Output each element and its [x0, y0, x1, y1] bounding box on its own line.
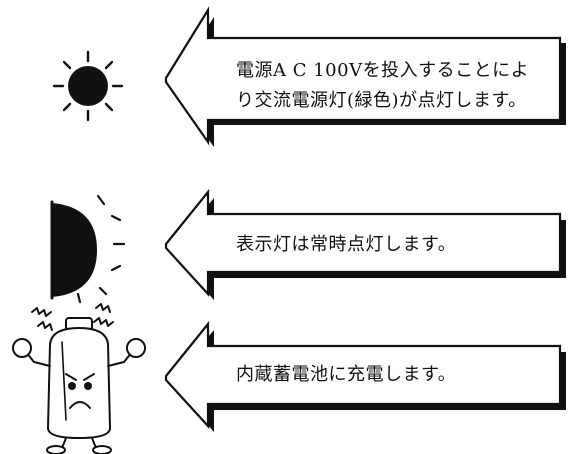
power-on-message: 電源A C 100Vを投入することによ り交流電源灯(緑色)が点灯します。	[236, 56, 529, 116]
angry-battery-icon	[12, 303, 146, 454]
message-line: 内蔵蓄電池に充電します。	[236, 364, 457, 385]
row-battery-charge: 内蔵蓄電池に充電します。	[0, 300, 577, 454]
message-line: り交流電源灯(緑色)が点灯します。	[236, 90, 527, 111]
sun-icon	[52, 50, 124, 122]
arrow-shape	[164, 6, 566, 147]
message-line: 電源A C 100Vを投入することによ	[236, 60, 530, 81]
arrow-shape	[164, 320, 566, 432]
arrow-shape	[164, 188, 566, 300]
row-1-graphics	[52, 6, 566, 147]
message-line: 表示灯は常時点灯します。	[236, 234, 457, 255]
row-indicator-lamp: 表示灯は常時点灯します。	[0, 188, 577, 304]
battery-charge-message: 内蔵蓄電池に充電します。	[236, 360, 456, 390]
row-power-on: 電源A C 100Vを投入することによ り交流電源灯(緑色)が点灯します。	[0, 0, 577, 147]
row-3-graphics	[12, 303, 566, 454]
half-sun-lamp-icon	[50, 194, 126, 304]
indicator-lamp-message: 表示灯は常時点灯します。	[236, 230, 456, 260]
row-2-graphics	[50, 188, 566, 304]
